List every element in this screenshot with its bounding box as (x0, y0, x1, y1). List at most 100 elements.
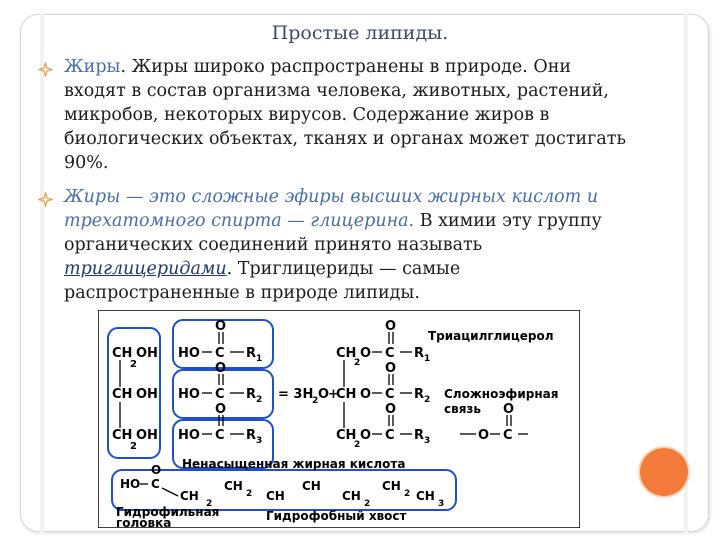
left-margin-bar (40, 14, 44, 534)
bullet2-line2: трехатомного спирта — глицерина. В химии… (64, 211, 602, 231)
svg-text:C: C (215, 387, 225, 402)
bullet1-line2: входят в состав организма человека, живо… (64, 81, 609, 101)
svg-text:O: O (360, 346, 371, 361)
svg-text:HO: HO (120, 477, 140, 491)
svg-text:OH: OH (136, 346, 158, 361)
svg-text:CH: CH (180, 489, 199, 503)
svg-text:HO: HO (178, 346, 200, 361)
svg-text:CH: CH (382, 479, 401, 493)
glycerol-ch: CH (112, 387, 132, 402)
svg-text:R: R (246, 346, 256, 361)
triacylglycerol-product: CH 2 O C O R 1 CH O C O R 2 CH 2 O C O R… (336, 319, 430, 450)
slide-frame (20, 14, 709, 532)
reaction-equation: = 3H 2 O + (278, 387, 339, 406)
svg-text:CH: CH (302, 479, 321, 493)
svg-text:OH: OH (136, 428, 158, 443)
bullet1-line5: 90%. (64, 153, 109, 173)
svg-text:2: 2 (424, 395, 430, 405)
svg-text:CH: CH (342, 489, 361, 503)
svg-text:1: 1 (256, 354, 262, 364)
svg-text:O: O (360, 428, 371, 443)
svg-text:O: O (151, 463, 161, 477)
fatty-acid-2: HO C O R 2 (178, 361, 262, 405)
fats-keyword: Жиры (64, 57, 121, 77)
svg-text:2: 2 (246, 489, 252, 499)
svg-text:3: 3 (438, 499, 444, 509)
fatty-acid-1: HO C O R 1 (178, 319, 262, 364)
svg-text:O: O (318, 387, 329, 402)
unsaturated-acid-chain: HO C O CH 2 CH 2 CH CH CH 2 CH 2 CH 3 (120, 463, 444, 509)
ester-bond-fragment: O C O (460, 402, 528, 443)
svg-text:2: 2 (206, 499, 212, 509)
bullet-paragraph-fats: Жиры. Жиры широко распространены в приро… (64, 55, 664, 175)
svg-text:O: O (385, 361, 396, 376)
svg-text:CH: CH (416, 489, 435, 503)
bullet2-line3: органических соединений принято называть (64, 235, 483, 255)
accent-circle (640, 448, 688, 496)
svg-text:2: 2 (354, 358, 360, 368)
bullet1-line4: биологических объектах, тканях и органах… (64, 129, 626, 149)
svg-text:= 3H: = 3H (278, 387, 313, 402)
svg-text:1: 1 (424, 354, 430, 364)
glycerol-box (107, 327, 161, 459)
svg-text:CH: CH (266, 489, 285, 503)
svg-text:CH: CH (336, 387, 356, 402)
unsaturated-acid-label: Ненасыщенная жирная кислота (182, 457, 405, 471)
svg-text:2: 2 (312, 396, 318, 406)
svg-text:R: R (246, 387, 256, 402)
bullet-paragraph-definition: Жиры — это сложные эфиры высших жирных к… (64, 185, 664, 305)
bullet2-line1: Жиры — это сложные эфиры высших жирных к… (64, 187, 599, 207)
glycerol-ch2-top: CH (112, 346, 132, 361)
svg-text:CH: CH (336, 428, 356, 443)
bullet1-line3: микробов, некоторых вирусов. Содержание … (64, 105, 550, 125)
hydrophilic-label-2: головка (116, 516, 171, 528)
fatty-acid-3: HO C O R 3 (178, 402, 262, 446)
svg-text:R: R (246, 428, 256, 443)
svg-text:O: O (478, 428, 489, 443)
bullet2-line4: триглицеридами. Триглицериды — самые (64, 259, 461, 279)
svg-text:2: 2 (404, 489, 410, 499)
ester-label: Сложноэфирная (444, 387, 558, 401)
svg-text:O: O (215, 402, 226, 417)
svg-text:2: 2 (130, 441, 137, 452)
hydrophobic-label: Гидрофобный хвост (266, 509, 407, 523)
svg-text:O: O (360, 387, 371, 402)
svg-text:3: 3 (424, 436, 430, 446)
svg-text:3: 3 (256, 436, 262, 446)
bullet2-line5: распространенные в природе липиды. (64, 283, 420, 303)
svg-text:O: O (215, 319, 226, 334)
triacylglycerol-label: Триацилглицерол (428, 329, 554, 343)
svg-text:C: C (385, 346, 395, 361)
svg-text:2: 2 (354, 440, 360, 450)
svg-text:CH: CH (336, 346, 356, 361)
glycerol-ch2-bottom: CH (112, 428, 132, 443)
bond-label: связь (444, 402, 481, 416)
svg-text:O: O (503, 402, 514, 417)
svg-text:HO: HO (178, 387, 200, 402)
svg-text:O: O (215, 361, 226, 376)
svg-text:C: C (151, 477, 160, 491)
svg-text:R: R (414, 346, 424, 361)
right-margin-bar (684, 14, 688, 534)
svg-text:2: 2 (256, 395, 262, 405)
triacylglycerol-diagram: CH OH 2 CH OH CH OH 2 HO C O R 1 HO C O … (98, 310, 580, 528)
slide-title: Простые липиды. (271, 22, 449, 44)
svg-text:C: C (385, 387, 395, 402)
svg-text:2: 2 (130, 359, 137, 370)
svg-text:OH: OH (136, 387, 158, 402)
svg-text:R: R (414, 428, 424, 443)
svg-text:R: R (414, 387, 424, 402)
bullet-icon (38, 62, 53, 77)
svg-text:O: O (385, 402, 396, 417)
bullet1-line1: Жиры. Жиры широко распространены в приро… (64, 57, 572, 77)
svg-text:C: C (215, 428, 225, 443)
svg-text:+: + (328, 387, 339, 402)
svg-text:C: C (503, 428, 513, 443)
svg-text:HO: HO (178, 428, 200, 443)
svg-text:2: 2 (364, 499, 370, 509)
svg-text:C: C (385, 428, 395, 443)
hydrophilic-label: Гидрофильная (116, 505, 219, 519)
bullet-icon (38, 192, 53, 207)
svg-text:O: O (385, 319, 396, 334)
svg-text:CH: CH (224, 479, 243, 493)
